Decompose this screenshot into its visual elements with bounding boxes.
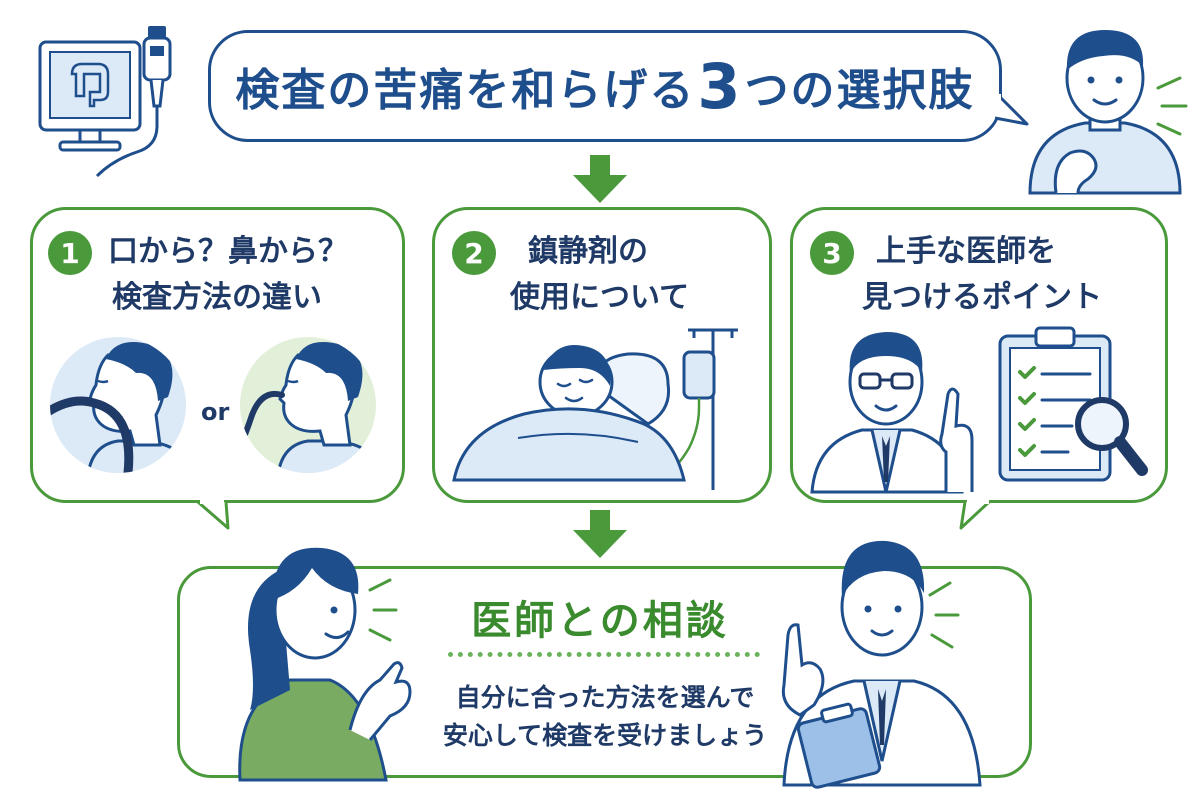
arrow-down-icon	[573, 155, 627, 203]
endoscopy-monitor-icon	[38, 26, 172, 178]
woman-icon	[238, 547, 412, 782]
step-number-1: 1	[48, 231, 92, 275]
patient-icon	[1028, 30, 1188, 195]
sedated-patient-icon	[452, 328, 738, 490]
magnifier-icon	[1075, 397, 1148, 476]
oral-route-icon	[50, 337, 186, 473]
title-suffix: つの選択肢	[744, 65, 975, 116]
step-1-title-line2: 検査方法の違い	[112, 280, 322, 315]
step-3-title-line1: 上手な医師を	[876, 234, 1056, 269]
nasal-route-icon	[240, 337, 376, 473]
consulting-doctor-icon	[781, 540, 982, 789]
step-3-title-line2: 見つけるポイント	[862, 280, 1102, 315]
iv-drip-icon	[682, 350, 716, 400]
dotted-divider	[448, 652, 760, 657]
clipboard-checklist-icon	[998, 326, 1112, 482]
title-number: 3	[697, 49, 743, 123]
step-2-title-line2: 使用について	[510, 280, 690, 315]
card-1-tail	[197, 496, 230, 530]
title-prefix: 検査の苦痛を和らげる	[235, 65, 696, 116]
or-label: or	[201, 398, 230, 426]
step-number-3: 3	[810, 231, 854, 275]
consultation-line-2: 安心して検査を受けましょう	[442, 721, 768, 750]
step-number-2: 2	[452, 231, 496, 275]
doctor-icon	[810, 332, 974, 494]
arrow-down-icon-2	[573, 510, 627, 558]
step-1-title-line1: 口から？鼻から？	[108, 234, 348, 269]
consultation-line-1: 自分に合った方法を選んで	[455, 683, 755, 712]
step-2-title-line1: 鎮静剤の	[528, 234, 648, 269]
title-bubble-tail	[994, 94, 1029, 126]
title-bubble	[208, 30, 1002, 142]
consultation-title: 医師との相談	[471, 598, 729, 644]
card-3-tail	[959, 496, 991, 530]
